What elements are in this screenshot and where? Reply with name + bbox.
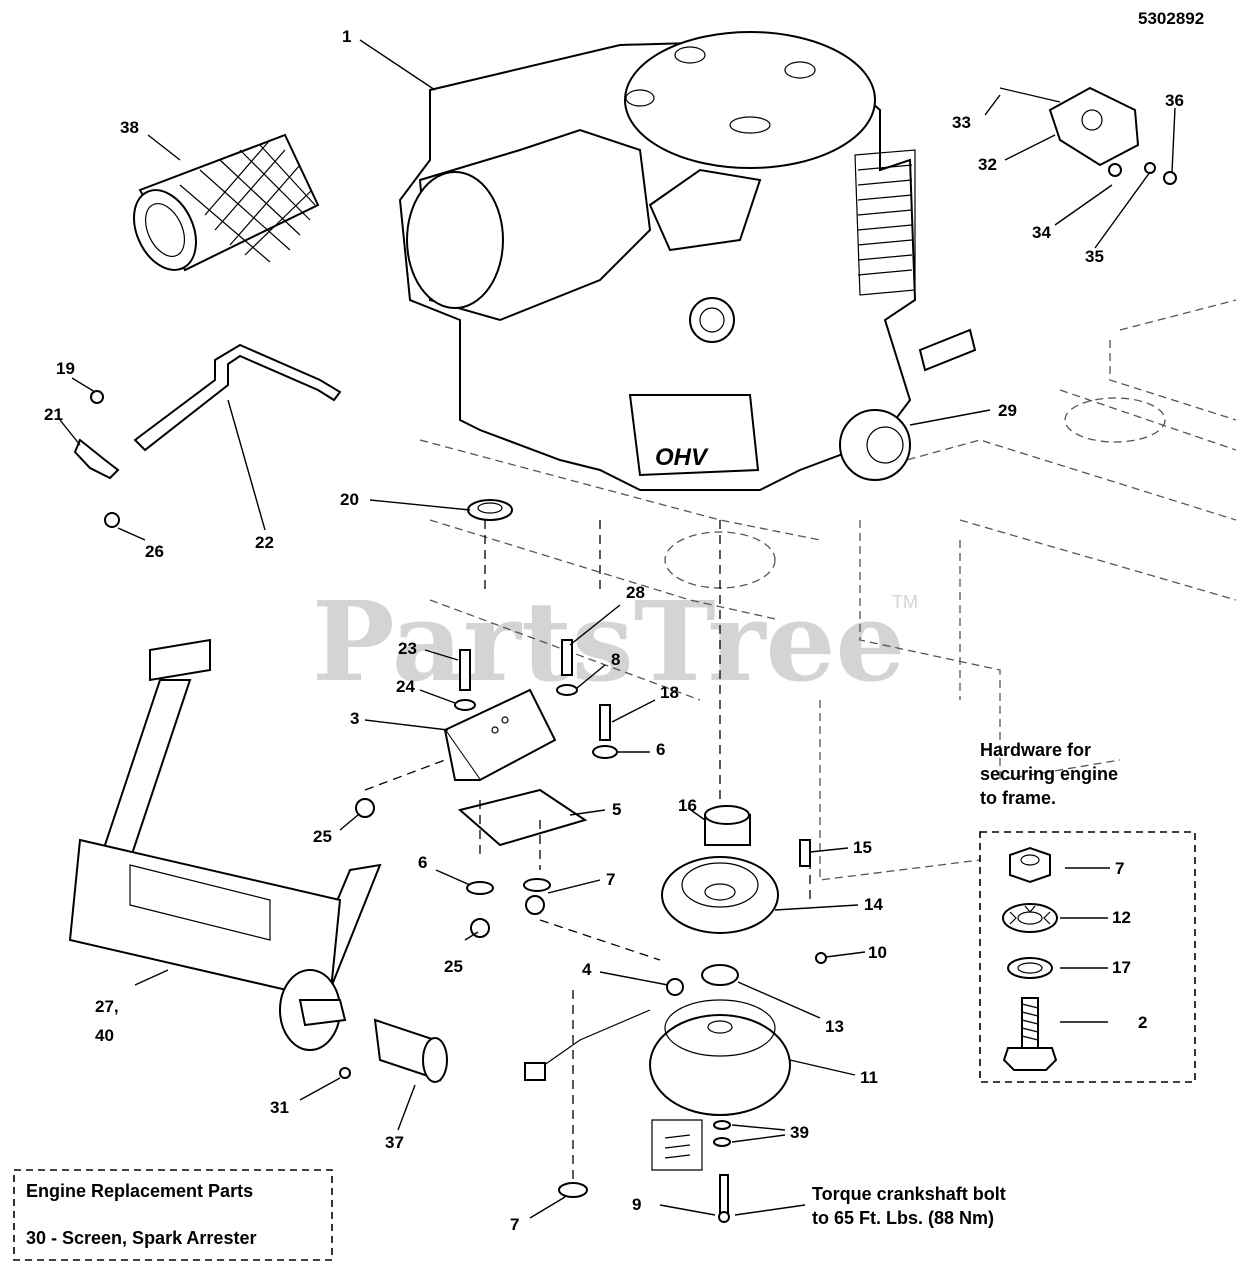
callout-32: 32 — [978, 155, 997, 174]
alignment-lines — [364, 520, 811, 1180]
callout-25-upper: 25 — [313, 827, 332, 846]
callout-31: 31 — [270, 1098, 289, 1117]
hardware-note-line-3: to frame. — [980, 788, 1056, 808]
callout-8: 8 — [611, 650, 620, 669]
callout-15: 15 — [853, 838, 872, 857]
hardware-callout-12: 12 — [1112, 908, 1131, 927]
callout-11: 11 — [860, 1068, 878, 1087]
callout-9: 9 — [632, 1195, 641, 1214]
callout-38: 38 — [120, 118, 139, 137]
callout-22: 22 — [255, 533, 274, 552]
fuel-pump-part — [999, 86, 1177, 185]
callout-37: 37 — [385, 1133, 404, 1152]
callout-5: 5 — [612, 800, 621, 819]
callout-20: 20 — [340, 490, 359, 509]
callout-7-bottom: 7 — [510, 1215, 519, 1234]
muffler-part — [68, 638, 448, 1083]
mower-frame — [419, 299, 1236, 881]
callout-labels: 1 38 33 32 36 34 35 19 21 26 22 20 29 28… — [44, 27, 1184, 1234]
callout-7-mid: 7 — [606, 870, 615, 889]
replacement-parts-item: 30 - Screen, Spark Arrester — [26, 1228, 256, 1248]
callout-10: 10 — [868, 943, 887, 962]
hardware-note-line-2: securing engine — [980, 764, 1118, 784]
engine: OHV — [398, 31, 977, 491]
callout-14: 14 — [864, 895, 883, 914]
leader-lines — [59, 39, 1176, 1219]
torque-note-line-1: Torque crankshaft bolt — [812, 1184, 1006, 1204]
callout-1: 1 — [342, 27, 351, 46]
callout-6-lower: 6 — [418, 853, 427, 872]
torque-note: Torque crankshaft bolt to 65 Ft. Lbs. (8… — [812, 1184, 1006, 1228]
grommet-part — [467, 499, 513, 521]
callout-34: 34 — [1032, 223, 1051, 242]
hardware-callout-17: 17 — [1112, 958, 1131, 977]
callout-27: 27, — [95, 997, 119, 1016]
callout-39: 39 — [790, 1123, 809, 1142]
partstree-watermark: PartsTree — [312, 577, 906, 706]
callout-33: 33 — [952, 113, 971, 132]
callout-29: 29 — [998, 401, 1017, 420]
hardware-callout-2: 2 — [1138, 1013, 1147, 1032]
callout-21: 21 — [44, 405, 63, 424]
callout-25-lower: 25 — [444, 957, 463, 976]
callout-36: 36 — [1165, 91, 1184, 110]
callout-24: 24 — [396, 677, 415, 696]
callout-35: 35 — [1085, 247, 1104, 266]
air-filter-part — [133, 133, 320, 272]
hardware-note: Hardware for securing engine to frame. — [980, 740, 1118, 808]
callout-23: 23 — [398, 639, 417, 658]
callout-6-upper: 6 — [656, 740, 665, 759]
ohv-badge: OHV — [655, 444, 709, 471]
replacement-parts-box: Engine Replacement Parts 30 - Screen, Sp… — [13, 1169, 333, 1261]
watermark-trademark: TM — [892, 592, 918, 612]
pulley-assembly-part — [661, 805, 827, 996]
hardware-box: 7 12 17 2 — [979, 831, 1196, 1083]
callout-3: 3 — [350, 709, 359, 728]
callout-4: 4 — [582, 960, 592, 979]
document-number: 5302892 — [1138, 9, 1204, 28]
hardware-note-line-1: Hardware for — [980, 740, 1091, 760]
callout-28: 28 — [626, 583, 645, 602]
callout-16: 16 — [678, 796, 697, 815]
replacement-parts-title: Engine Replacement Parts — [26, 1181, 253, 1201]
pto-clutch-part — [524, 999, 791, 1223]
callout-26: 26 — [145, 542, 164, 561]
hardware-callout-7: 7 — [1115, 859, 1124, 878]
callout-19: 19 — [56, 359, 75, 378]
callout-40: 40 — [95, 1026, 114, 1045]
fuel-line-part — [73, 343, 342, 528]
callout-18: 18 — [660, 683, 679, 702]
torque-note-line-2: to 65 Ft. Lbs. (88 Nm) — [812, 1208, 994, 1228]
mount-bracket-part — [355, 639, 618, 938]
callout-13: 13 — [825, 1017, 844, 1036]
